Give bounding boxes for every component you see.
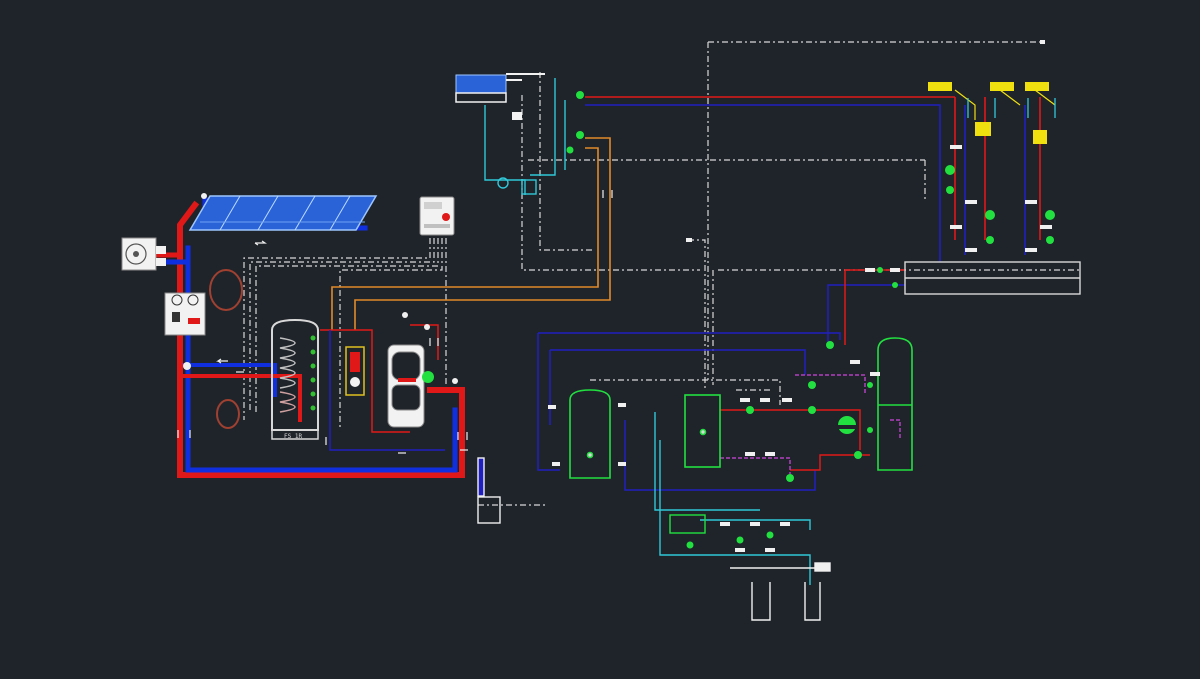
secondary-system <box>537 269 905 491</box>
solar-controller <box>419 196 455 236</box>
heat-pump-unit <box>121 237 166 271</box>
manifold <box>904 261 1081 295</box>
buffer-tank-center <box>684 394 721 468</box>
swimming-pool <box>455 73 545 120</box>
control-wiring <box>243 41 1080 506</box>
well-probes <box>477 457 831 621</box>
pool-filter <box>497 177 537 195</box>
valves-green <box>566 91 898 549</box>
boiler-valves <box>183 193 458 384</box>
solar-collector <box>188 195 378 231</box>
tank-label: FS 1R <box>284 433 302 440</box>
boiler-unit <box>387 344 434 428</box>
flow-arrows <box>177 190 613 454</box>
expansion-vessels <box>209 269 243 429</box>
storage-tank-fs1r: FS 1R <box>271 318 319 440</box>
orange-loop <box>331 137 611 330</box>
buffer-tank-left <box>569 389 611 479</box>
emitter-branches <box>928 82 1056 244</box>
component-tags <box>548 40 1052 552</box>
top-circuit <box>585 96 1041 262</box>
buffer-tank-right <box>877 337 913 471</box>
cyan-lines <box>484 78 811 585</box>
hydraulic-separator <box>838 416 856 434</box>
mixing-group <box>345 346 365 396</box>
pump-station <box>164 292 206 336</box>
secondary-loop <box>320 324 445 451</box>
